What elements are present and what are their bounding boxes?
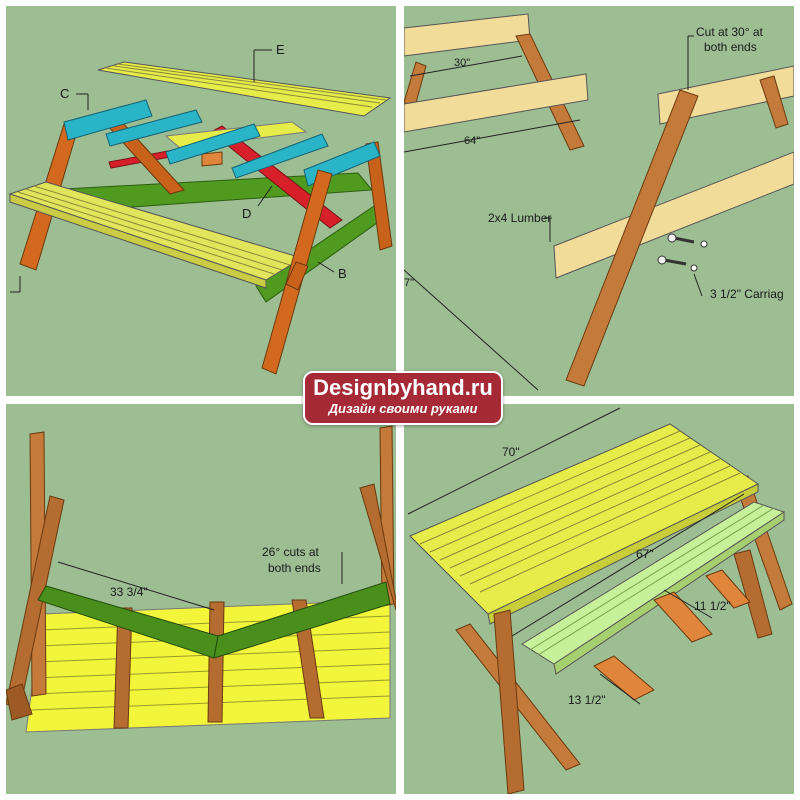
cleat-c-left [63,99,153,141]
dim-leg-length: 7" [404,277,414,289]
cleat-2 [105,109,203,147]
lumber-label: 2x4 Lumber [488,211,551,225]
cleat-2 [207,601,225,723]
leg-front-left2 [493,609,525,794]
lumber-2x4 [553,151,794,279]
watermark-title: Designbyhand.ru [313,375,493,400]
brace-cut-line1: 26° cuts at [262,545,319,559]
label-c: C [60,86,69,101]
top-crossbar [404,13,531,57]
cut-note-line2: both ends [704,40,757,54]
leg-left-3 [6,683,33,721]
support-c [705,569,751,609]
dim-brace: 33 3/4" [110,585,148,599]
leg-front-mid [285,261,309,291]
cleat-4 [231,133,329,179]
watermark-badge: Designbyhand.ru Дизайн своими руками [303,371,503,425]
dim-rail: 64" [464,135,480,147]
leg-right-back [759,75,789,129]
dim-top: 30" [454,57,470,69]
bolt-label: 3 1/2" Carriag [710,287,784,301]
seat-rail [404,73,589,133]
label-e: E [276,42,285,57]
leg-right-2 [359,483,396,611]
cleat-3 [165,123,261,165]
carriage-bolts [657,233,708,272]
support-b [593,655,655,701]
cleat-1 [113,607,133,729]
panel-legs: 30" 64" 7" Cut at 30° at both ends 2x4 [404,6,794,396]
leg-back-right2 [733,549,773,639]
label-d: D [242,206,251,221]
dim-width: 70" [502,445,520,459]
brace-cut-line2: both ends [268,561,321,575]
dim-support-b: 13 1/2" [568,693,606,707]
tabletop [409,423,759,615]
dim-bench: 67" [636,547,654,561]
leg-front-left [455,623,581,771]
panel-brace: 33 3/4" 26° cuts at both ends [6,404,396,794]
main-leg [565,89,699,387]
green-brace-right [213,581,391,659]
panel-assembly: E C D B [6,6,396,396]
cut-note-line1: Cut at 30° at [696,25,764,39]
top-board-e [97,61,392,117]
center-block [201,151,223,167]
watermark-subtitle: Дизайн своими руками [328,401,478,416]
support-a [653,591,713,643]
panel-finished: 70" 67" 11 1/2" 13 1/2" [404,404,794,794]
dim-support-a: 11 1/2" [694,599,731,613]
label-b: B [338,266,347,281]
